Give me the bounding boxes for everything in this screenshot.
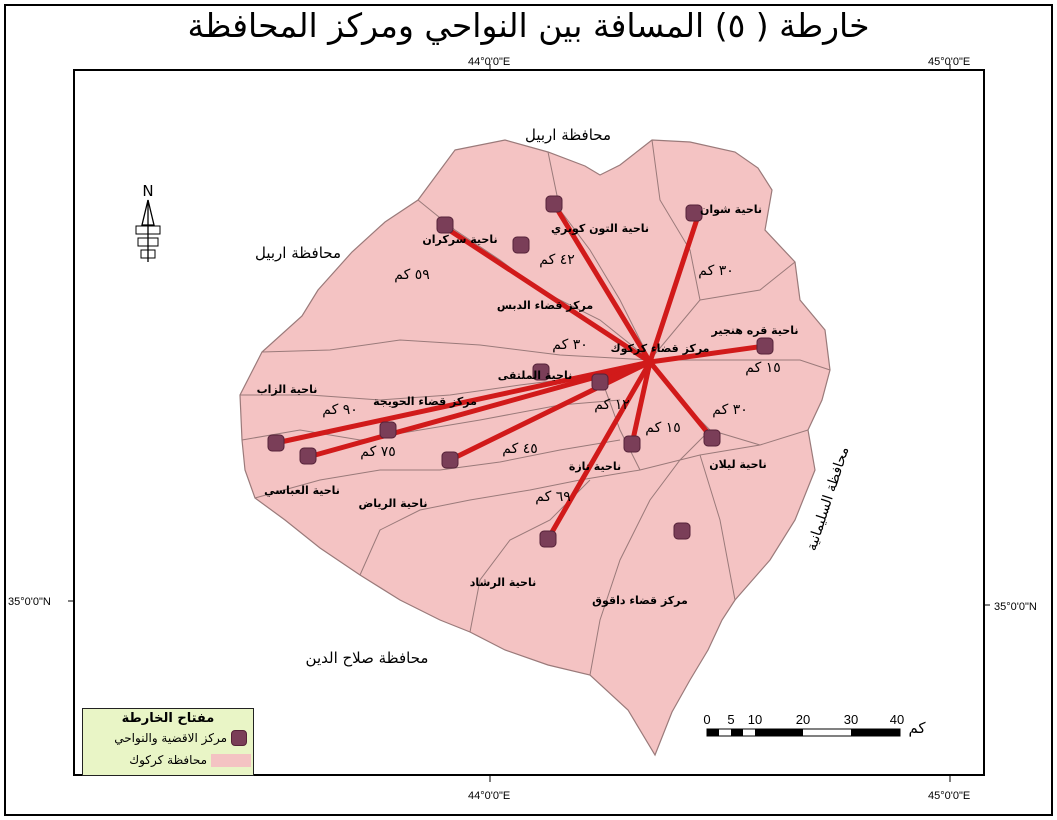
point-abbasi: [299, 447, 317, 465]
scale-tick: 40: [890, 712, 904, 727]
point-shwan: [685, 204, 703, 222]
scale-tick: 30: [844, 712, 858, 727]
distance-qarahanjir: ١٥ كم: [745, 360, 780, 376]
legend-fill-icon: [211, 753, 251, 767]
point-riyadh: [441, 451, 459, 469]
coord-bottom-right: 45°0'0"E: [928, 790, 971, 802]
label-laylan: ناحية ليلان: [709, 458, 767, 471]
line-taza: [629, 359, 653, 447]
line-shwan: [647, 207, 703, 365]
scale-bar: 0 5 10 20 30 40 كم: [703, 712, 926, 737]
line-altun-kupri: [551, 201, 653, 365]
label-sarkaran: ناحية سركران: [422, 233, 497, 246]
scale-tick: 20: [796, 712, 810, 727]
map-border: [73, 69, 985, 776]
label-altun-kupri: ناحية التون كوبري: [551, 222, 649, 235]
label-dibis: مركز قضاء الدبس: [497, 299, 593, 312]
line-riyadh: [447, 359, 653, 463]
distance-abbasi: ٧٥ كم: [360, 444, 395, 460]
label-kirkuk: مركز قضاء كركوك: [611, 342, 710, 355]
distance-riyadh: ٤٥ كم: [502, 441, 537, 457]
distance-laylan: ٣٠ كم: [712, 402, 747, 418]
scale-tick: 5: [727, 712, 734, 727]
point-hawija: [379, 421, 397, 439]
label-qarahanjir: ناحية قره هنجير: [711, 324, 799, 337]
distance-dibis: ٣٠ كم: [552, 337, 587, 353]
line-zab: [273, 359, 653, 446]
distance-taza: ١٥ كم: [645, 420, 680, 436]
distance-multaqa: ١٢ كم: [594, 397, 629, 413]
coord-right: 35°0'0"N: [994, 601, 1037, 613]
line-sarkaran: [437, 221, 653, 365]
map-title: خارطة ( ٥) المسافة بين النواحي ومركز الم…: [187, 6, 870, 45]
map-legend: مفتاح الخارطة مركز الاقضية والنواحي محاف…: [82, 708, 254, 776]
label-daquq: مركز قضاء داقوق: [592, 594, 688, 607]
legend-point-icon: [231, 730, 247, 746]
scale-tick: 0: [703, 712, 710, 727]
coord-top-right: 45°0'0"E: [928, 56, 971, 68]
point-multaqa: [532, 363, 550, 381]
point-altun-kupri: [545, 195, 563, 213]
scale-unit: كم: [908, 719, 926, 737]
label-salahaddin: محافظة صلاح الدين: [306, 649, 429, 667]
label-rashad: ناحية الرشاد: [470, 576, 537, 589]
center-points: [267, 195, 774, 548]
kirkuk-province: [239, 139, 831, 757]
label-erbil-north: محافظة اربيل: [525, 126, 611, 144]
distance-rashad: ٦٩ كم: [535, 489, 570, 505]
coord-top-left: 44°0'0"E: [468, 56, 511, 68]
legend-label: مركز الاقضية والنواحي: [114, 731, 227, 745]
label-multaqa: ناحية الملتقى: [498, 369, 572, 382]
point-sarkaran: [436, 216, 454, 234]
point-dibis: [512, 236, 530, 254]
coord-bottom-left: 44°0'0"E: [468, 790, 511, 802]
distance-sarkaran: ٥٩ كم: [394, 267, 429, 283]
distance-lines: [273, 201, 768, 542]
scale-tick: 10: [748, 712, 762, 727]
line-laylan: [647, 359, 715, 441]
distance-shwan: ٣٠ كم: [698, 263, 733, 279]
coord-left: 35°0'0"N: [8, 596, 51, 608]
map-frame: [4, 4, 1053, 816]
point-zab: [267, 434, 285, 452]
label-shwan: ناحية شوان: [700, 203, 762, 216]
distance-altun-kupri: ٤٢ كم: [539, 252, 574, 268]
legend-title: مفتاح الخارطة: [121, 711, 215, 726]
distance-zab: ٩٠ كم: [322, 402, 357, 418]
line-rashad: [545, 359, 653, 542]
point-qarahanjir: [756, 337, 774, 355]
label-taza: ناحية تازة: [569, 460, 621, 473]
point-daquq: [673, 522, 691, 540]
point-rashad: [539, 530, 557, 548]
point-multaqa-b: [591, 373, 609, 391]
label-abbasi: ناحية العباسي: [264, 484, 340, 497]
label-erbil-west: محافظة اربيل: [255, 244, 341, 262]
legend-item-province: محافظة كركوك: [83, 750, 253, 770]
label-riyadh: ناحية الرياض: [359, 497, 428, 510]
legend-item-centers: مركز الاقضية والنواحي: [83, 728, 253, 748]
label-hawija: مركز قضاء الحويجة: [373, 395, 477, 408]
legend-label: محافظة كركوك: [129, 753, 207, 767]
north-arrow-icon: N: [135, 182, 161, 262]
north-label: N: [142, 182, 153, 200]
label-zab: ناحية الزاب: [257, 383, 318, 396]
point-laylan: [703, 429, 721, 447]
point-taza: [623, 435, 641, 453]
line-qarahanjir: [647, 343, 768, 365]
